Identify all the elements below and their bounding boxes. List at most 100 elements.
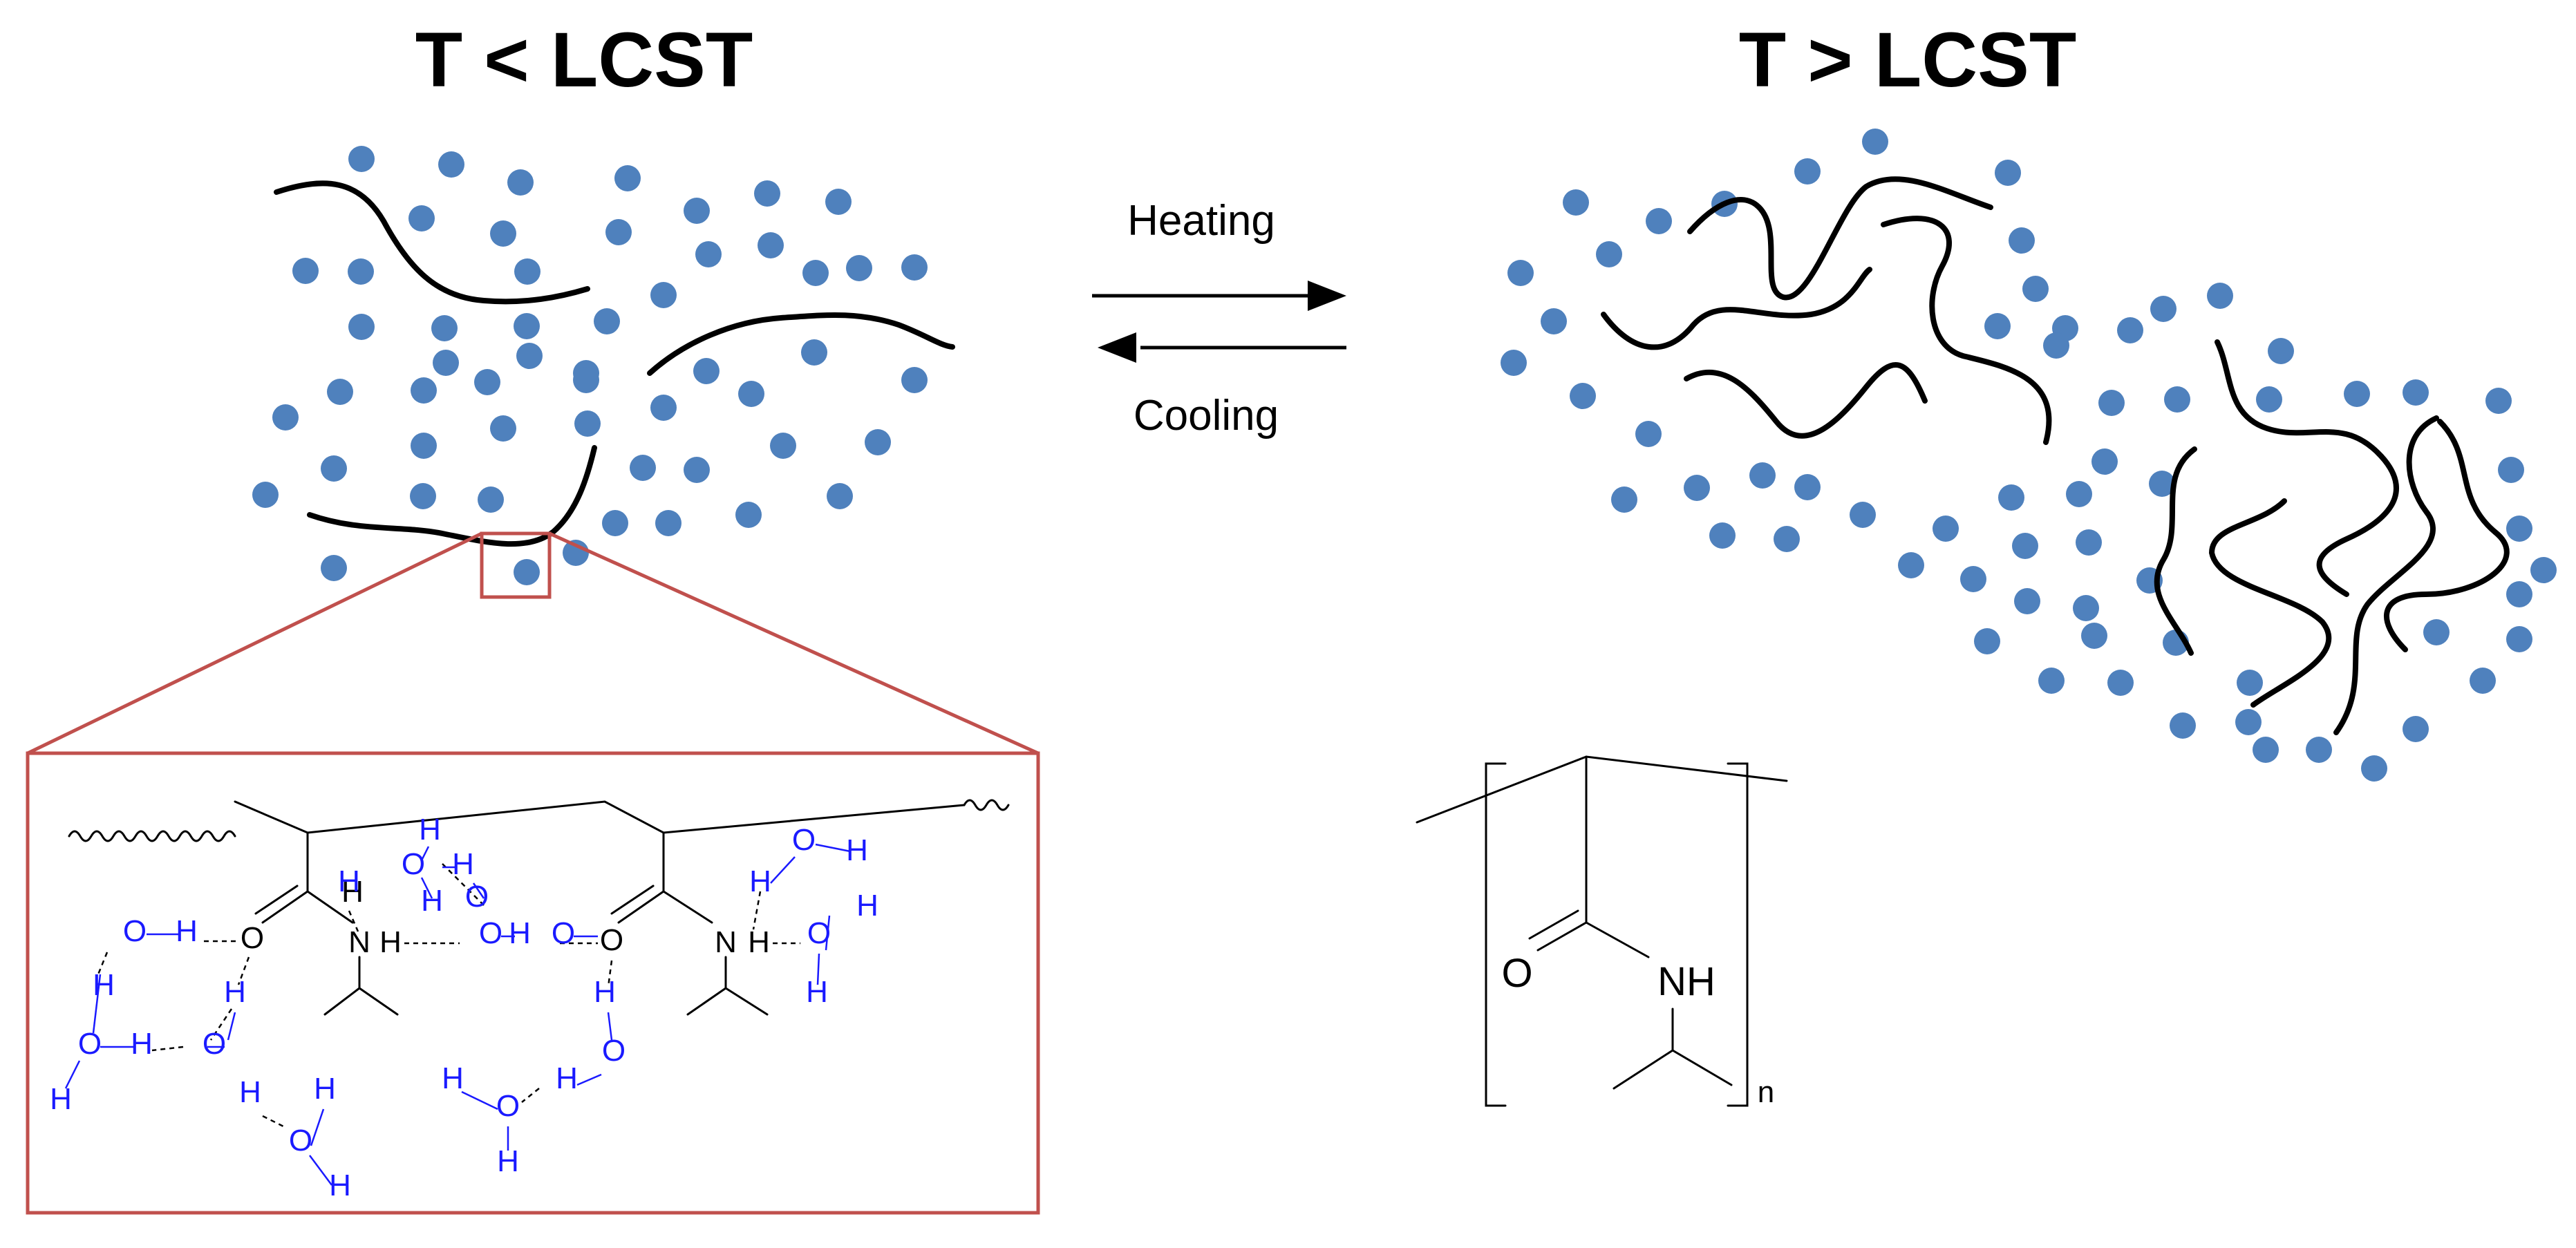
carbonyl-2-bond [617,890,665,924]
water-dot [865,429,891,455]
water-hydrogen-atom: H [509,916,531,950]
amide-hydrogen-1: H [379,925,402,959]
zoom-line-right [548,531,1040,755]
hydrated-pnipam-inset: O N H H O N H [50,799,1010,1202]
water-molecules-expelled [1501,129,2557,782]
water-oxygen-atom: O [289,1124,312,1157]
repeat-backbone [1416,755,1788,824]
amide-nitrogen-2: N [715,925,737,959]
equilibrium-arrows: Heating Cooling [1092,197,1346,439]
water-dot [825,189,852,215]
water-dot [2164,386,2190,413]
water-dot [478,486,504,513]
water-hydrogen-atom: H [239,1075,261,1109]
collapsed-chain-5 [2215,339,2399,597]
water-dot [2170,712,2196,739]
water-dot [514,313,540,339]
water-oh-bond [310,1108,325,1146]
water-dot [650,282,677,308]
right-bracket [1727,762,1749,1107]
water-oxygen-atom: O [465,880,489,914]
water-dot [2150,296,2177,322]
water-oh-bond [227,1012,236,1041]
carbonyl-oxygen-1: O [241,921,264,955]
water-dot [1541,308,1567,334]
water-dot [2485,388,2512,414]
water-dot [410,483,436,509]
water-oxygen-atom: O [123,914,147,948]
water-oh-bond [770,856,796,884]
water-dot [2012,533,2038,559]
water-dot [802,260,829,286]
water-oxygen-atom: O [552,916,575,950]
collapsed-chain-9 [2384,419,2510,652]
water-dot [602,510,628,536]
water-dot [695,241,722,267]
water-dot [770,433,796,459]
water-dot [684,457,710,483]
water-dot [630,455,656,481]
water-oh-bond [607,1012,613,1041]
collapsed-chain-7 [2209,498,2332,708]
repeat-amide-bond [1585,921,1650,958]
collapsed-chain-1 [1687,176,1993,301]
water-dot [2235,709,2262,735]
water-dot [1794,158,1821,185]
amide-nitrogen-1: N [348,925,370,959]
repeat-amide-nh: NH [1657,959,1715,1004]
water-dot [2498,457,2524,483]
water-oh-bond [472,882,485,899]
extended-chains [274,180,955,547]
water-dot [1862,129,1888,155]
isopropyl-2-left [686,987,727,1016]
water-hydrogen-atom: H [856,889,878,923]
water-hydrogen-atom: H [131,1027,153,1061]
collapsed-globule-1 [1601,176,2052,445]
water-dot [2073,595,2099,621]
water-dot [2237,670,2263,696]
repeat-subscript-n: n [1758,1075,1774,1109]
zoom-callout [26,531,1040,1215]
water-dot [2107,670,2134,696]
water-dot [433,350,459,376]
water-hydrogen-atom: H [224,975,246,1009]
water-dot [684,198,710,224]
water-dot [1635,421,1662,447]
water-oh-bond [825,915,831,951]
water-oh-bond [576,1073,602,1086]
isopropyl-2-right [724,987,769,1016]
amide-1-bond [306,890,354,924]
cooling-label: Cooling [1134,392,1279,439]
water-dot [1749,462,1776,489]
water-hydrogen-atom: H [846,833,868,867]
water-dot [348,146,375,172]
water-hydrogen-atom: H [806,975,828,1009]
water-dot [2403,716,2429,742]
water-oxygen-atom: O [479,916,502,950]
water-dot [411,433,437,459]
water-dot [2066,481,2092,507]
water-molecules-solvated [252,146,928,585]
water-dot [1501,350,1527,376]
water-dot [1611,486,1637,513]
water-dot [2506,516,2532,542]
water-dot [2009,227,2035,254]
water-dot [1850,502,1876,528]
repeat-isopropyl-left [1613,1049,1674,1090]
water-dot [1596,241,1622,267]
water-dot [2043,332,2069,359]
water-dot [252,482,279,508]
water-oh-bond [92,974,102,1034]
water-dot [735,502,762,528]
water-dot [2268,338,2294,364]
water-dot [1794,474,1821,500]
backbone-wavy-right [963,799,1010,811]
water-hydrogen-atom: H [749,864,771,898]
water-hydrogen-atom: H [419,813,441,847]
water-dot [2149,471,2175,497]
water-hydrogen-atom: H [314,1072,336,1106]
collapsed-chain-6 [2154,446,2197,656]
water-dot [738,381,764,407]
